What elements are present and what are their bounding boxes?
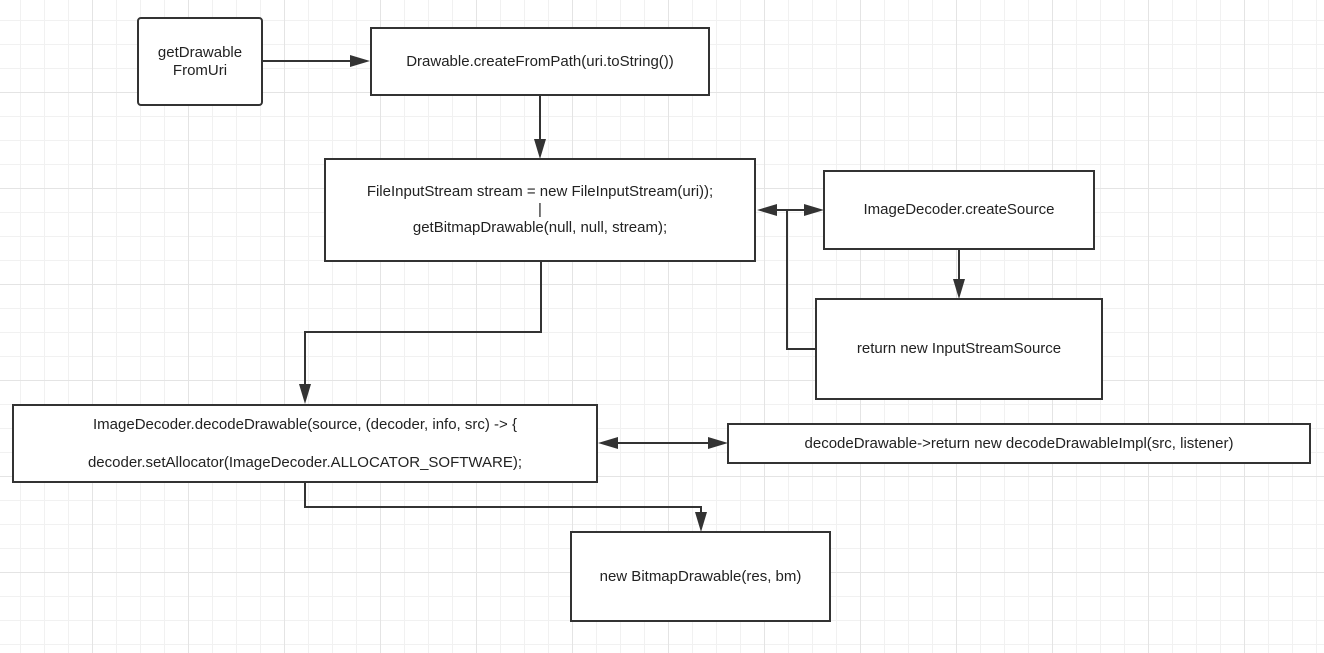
- arrowhead: [299, 384, 311, 404]
- arrowhead: [695, 512, 707, 532]
- node-label: ImageDecoder.decodeDrawable(source, (dec…: [93, 415, 517, 433]
- node-label: Drawable.createFromPath(uri.toString()): [406, 52, 674, 70]
- node-input-stream-source: return new InputStreamSource: [815, 298, 1103, 400]
- arrowhead: [534, 139, 546, 159]
- edge-fileinputstream-to-decodedrawable: [304, 262, 542, 387]
- node-create-source: ImageDecoder.createSource: [823, 170, 1095, 250]
- node-create-from-path: Drawable.createFromPath(uri.toString()): [370, 27, 710, 96]
- node-label: ImageDecoder.createSource: [863, 201, 1055, 218]
- node-get-drawable-from-uri: getDrawable FromUri: [137, 17, 263, 106]
- node-label: return new InputStreamSource: [856, 340, 1062, 357]
- edge-inputstreamsource-loop: [786, 210, 816, 350]
- node-label: decoder.setAllocator(ImageDecoder.ALLOCA…: [87, 453, 523, 471]
- arrowhead: [708, 437, 728, 449]
- node-label: getBitmapDrawable(null, null, stream);: [412, 219, 668, 236]
- node-bitmap-drawable: new BitmapDrawable(res, bm): [570, 531, 831, 622]
- arrowhead: [350, 55, 370, 67]
- arrowhead: [953, 279, 965, 299]
- arrowhead: [598, 437, 618, 449]
- node-decode-drawable-impl: decodeDrawable->return new decodeDrawabl…: [727, 423, 1311, 464]
- arrowhead: [757, 204, 777, 216]
- node-label: FromUri: [172, 61, 228, 79]
- node-label: |: [538, 201, 542, 218]
- node-file-input-stream: FileInputStream stream = new FileInputSt…: [324, 158, 756, 262]
- node-label: FileInputStream stream = new FileInputSt…: [366, 183, 714, 200]
- edge-decodedrawable-to-bitmapdrawable: [304, 483, 702, 514]
- node-decode-drawable: ImageDecoder.decodeDrawable(source, (dec…: [12, 404, 598, 483]
- node-label: decodeDrawable->return new decodeDrawabl…: [804, 434, 1234, 452]
- arrowhead: [804, 204, 824, 216]
- node-label: getDrawable: [157, 43, 243, 61]
- node-label: new BitmapDrawable(res, bm): [599, 567, 802, 585]
